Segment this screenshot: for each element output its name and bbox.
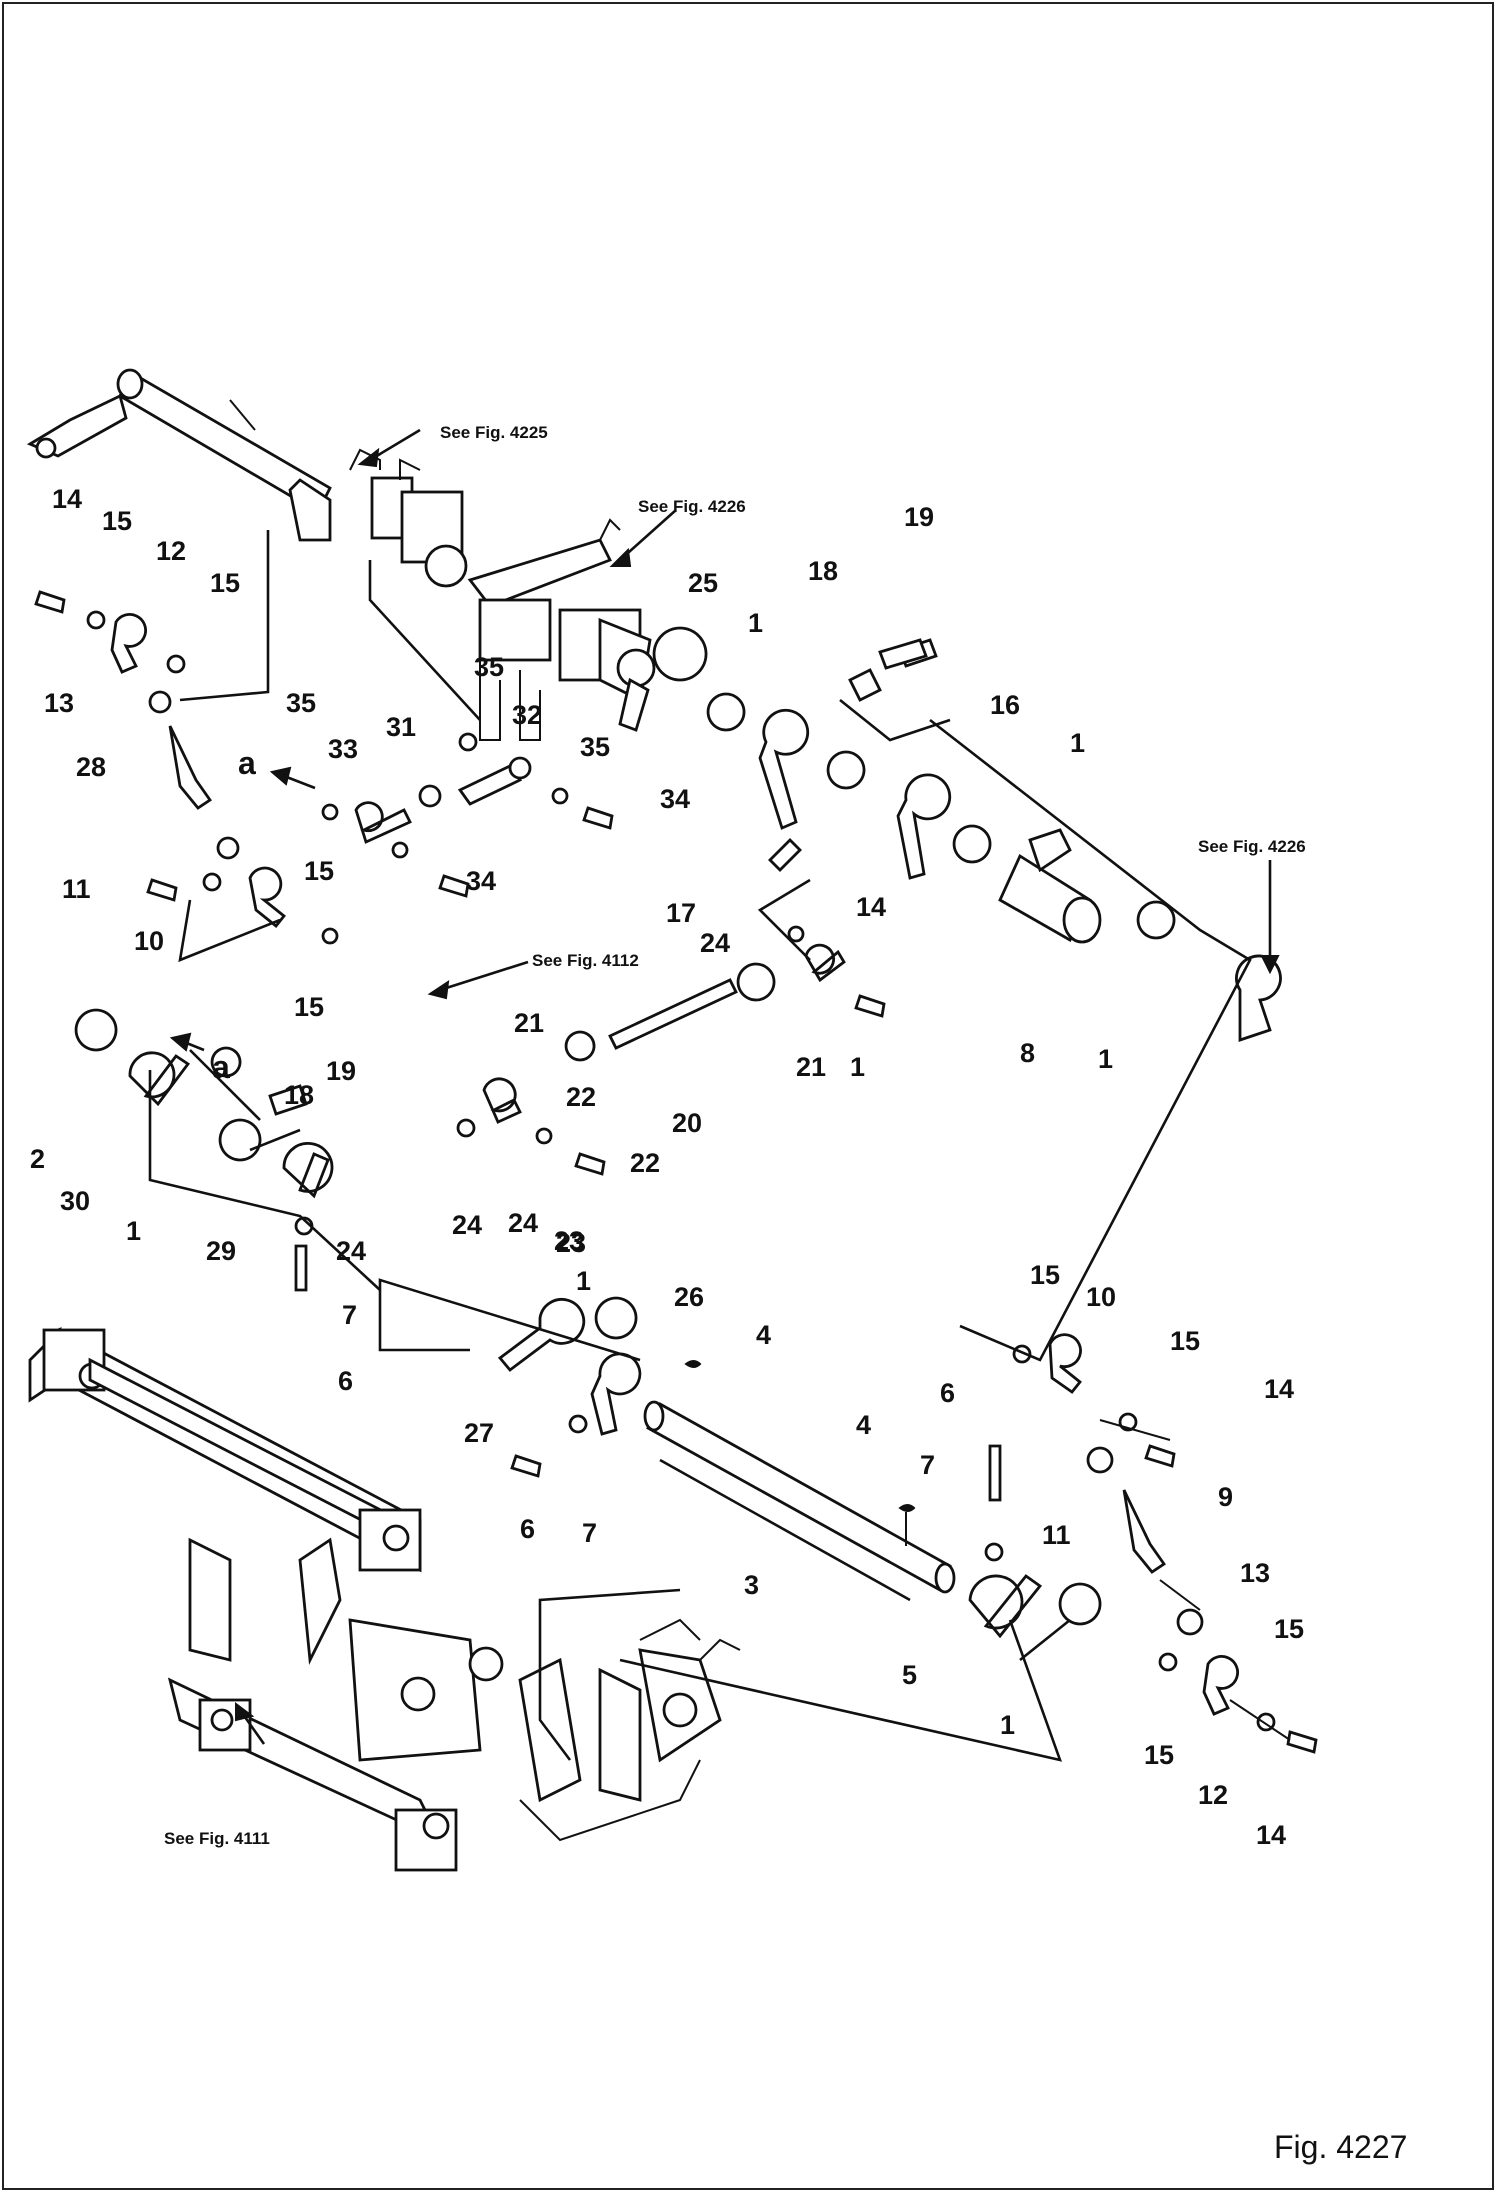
main-shaft <box>643 1360 956 1594</box>
callout-32: 32 <box>512 700 542 730</box>
small-parts <box>34 590 1318 1754</box>
callout-6: 6 <box>520 1514 535 1544</box>
callout-1: 1 <box>748 608 763 638</box>
callout-22: 22 <box>630 1148 660 1178</box>
callout-15: 15 <box>102 506 132 536</box>
callout-14: 14 <box>856 892 886 922</box>
callout-4: 4 <box>856 1410 871 1440</box>
callout-12: 12 <box>156 536 186 566</box>
callout-1: 1 <box>1070 728 1085 758</box>
callout-14: 14 <box>1256 1820 1286 1850</box>
callout-6: 6 <box>940 1378 955 1408</box>
callout-24: 24 <box>700 928 730 958</box>
callout-33: 33 <box>328 734 358 764</box>
callout-4: 4 <box>756 1320 771 1350</box>
reference-arrows <box>169 428 1280 1745</box>
callout-26: 26 <box>674 1282 704 1312</box>
callout-15: 15 <box>294 992 324 1022</box>
callout-29: 29 <box>206 1236 236 1266</box>
callout-1: 1 <box>850 1052 865 1082</box>
callout-5: 5 <box>902 1660 917 1690</box>
callout-19: 19 <box>904 502 934 532</box>
callout-15: 15 <box>1030 1260 1060 1290</box>
callout-21: 21 <box>514 1008 544 1038</box>
callout-34: 34 <box>660 784 690 814</box>
callout-28: 28 <box>76 752 106 782</box>
callout-35: 35 <box>474 652 504 682</box>
figure-caption: Fig. 4227 <box>1274 2129 1407 2165</box>
callout-1: 1 <box>576 1266 591 1296</box>
upper-shaft-assembly <box>26 368 656 741</box>
ref-4112: See Fig. 4112 <box>532 951 639 970</box>
callout-23: 23 <box>554 1226 584 1256</box>
callout-34: 34 <box>466 866 496 896</box>
callout-16: 16 <box>990 690 1020 720</box>
callout-15: 15 <box>304 856 334 886</box>
callout-15: 15 <box>1274 1614 1304 1644</box>
callout-1: 1 <box>1000 1710 1015 1740</box>
callout-13: 13 <box>1240 1558 1270 1588</box>
callout-8: 8 <box>1020 1038 1035 1068</box>
callout-1: 1 <box>126 1216 141 1246</box>
text-layer: See Fig. 4225 See Fig. 4226 See Fig. 422… <box>164 423 1407 2165</box>
view-marker-upper: a <box>238 745 256 781</box>
callout-17: 17 <box>666 898 696 928</box>
callout-15: 15 <box>1144 1740 1174 1770</box>
callout-24: 24 <box>452 1210 482 1240</box>
ref-4226-right: See Fig. 4226 <box>1198 837 1306 856</box>
callout-25: 25 <box>688 568 718 598</box>
callout-31: 31 <box>386 712 416 742</box>
callout-15: 15 <box>210 568 240 598</box>
ref-4226-top: See Fig. 4226 <box>638 497 746 516</box>
callout-15: 15 <box>1170 1326 1200 1356</box>
callout-7: 7 <box>582 1518 597 1548</box>
callout-11: 11 <box>62 874 91 904</box>
lower-frame-assembly <box>28 1326 741 1872</box>
callout-24: 24 <box>508 1208 538 1238</box>
callout-12: 12 <box>1198 1780 1228 1810</box>
ref-4225-top: See Fig. 4225 <box>440 423 548 442</box>
callout-27: 27 <box>464 1418 494 1448</box>
callout-35: 35 <box>580 732 610 762</box>
ref-4111: See Fig. 4111 <box>164 1829 270 1848</box>
callout-3: 3 <box>744 1570 759 1600</box>
callout-18: 18 <box>808 556 838 586</box>
callout-20: 20 <box>672 1108 702 1138</box>
callout-21: 21 <box>796 1052 826 1082</box>
callout-23: 23 <box>556 1228 586 1258</box>
callout-14: 14 <box>52 484 82 514</box>
callout-18: 18 <box>284 1080 314 1110</box>
callout-35: 35 <box>286 688 316 718</box>
callout-7: 7 <box>920 1450 935 1480</box>
view-marker-lower: a <box>212 1049 230 1085</box>
leader-lines <box>148 399 1291 1762</box>
callout-10: 10 <box>134 926 164 956</box>
callout-10: 10 <box>1086 1282 1116 1312</box>
callout-9: 9 <box>1218 1482 1233 1512</box>
callout-6: 6 <box>338 1366 353 1396</box>
callout-24: 24 <box>336 1236 366 1266</box>
callout-19: 19 <box>326 1056 356 1086</box>
callout-30: 30 <box>60 1186 90 1216</box>
callout-11: 11 <box>1042 1520 1071 1550</box>
callout-14: 14 <box>1264 1374 1294 1404</box>
callout-13: 13 <box>44 688 74 718</box>
callout-2: 2 <box>30 1144 45 1174</box>
callout-22: 22 <box>566 1082 596 1112</box>
callout-7: 7 <box>342 1300 357 1330</box>
callout-1: 1 <box>1098 1044 1113 1074</box>
